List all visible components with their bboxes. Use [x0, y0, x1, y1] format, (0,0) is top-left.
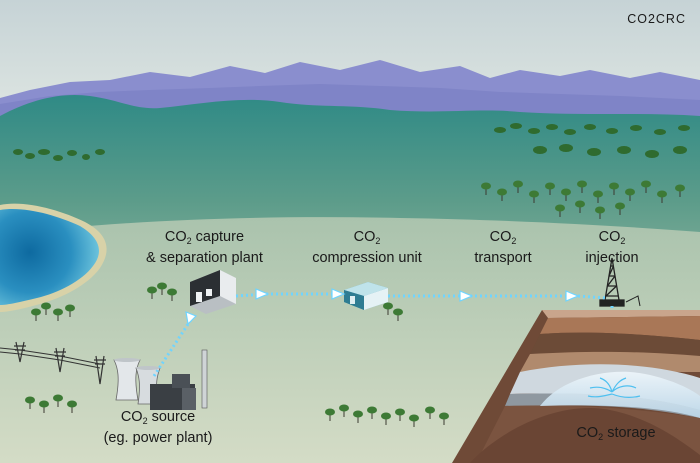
- transport-label: CO2 transport: [462, 229, 544, 267]
- co2-prefix: CO: [598, 229, 621, 245]
- storage-cross-section: [452, 310, 700, 463]
- foreground-trees: [25, 180, 685, 427]
- tree-icon: [147, 286, 157, 299]
- tree-clusters: [13, 123, 690, 161]
- co2-subscript: 2: [598, 432, 604, 442]
- tree-icon: [53, 308, 63, 321]
- source-label: CO2 source (eg. power plant): [90, 409, 226, 447]
- tree-icon: [575, 200, 585, 213]
- tree-icon: [67, 400, 77, 413]
- tree-icon: [529, 190, 539, 203]
- tree-icon: [641, 180, 651, 193]
- tree-icon: [31, 308, 41, 321]
- capture-label-line1: capture: [191, 229, 245, 245]
- tree-icon: [675, 184, 685, 197]
- tree-icon: [395, 408, 405, 421]
- tree-icon: [381, 412, 391, 425]
- tree-icon: [53, 394, 63, 407]
- capture-label: CO2 capture & separation plant: [146, 229, 263, 267]
- tree-icon: [513, 180, 523, 193]
- compression-label-line2: compression unit: [312, 250, 422, 266]
- tree-icon: [609, 182, 619, 195]
- tree-icon: [393, 308, 403, 321]
- source-label-line2: (eg. power plant): [103, 430, 213, 446]
- co2-subscript: 2: [620, 236, 626, 246]
- co2-prefix: CO: [120, 409, 143, 425]
- capture-plant-icon: [190, 270, 236, 314]
- tree-icon: [409, 414, 419, 427]
- power-plant-icon: [113, 349, 208, 410]
- compression-label: CO2 compression unit: [298, 229, 436, 267]
- tree-icon: [625, 188, 635, 201]
- tree-icon: [157, 282, 167, 295]
- tree-icon: [555, 204, 565, 217]
- tree-icon: [167, 288, 177, 301]
- tree-icon: [39, 400, 49, 413]
- co2-prefix: CO: [353, 229, 376, 245]
- tree-icon: [595, 206, 605, 219]
- transport-label-line2: transport: [474, 250, 532, 266]
- brand-logo-text: CO2CRC: [627, 12, 686, 26]
- dispersion-plume: [587, 377, 641, 398]
- co2-prefix: CO: [489, 229, 512, 245]
- tree-icon: [65, 304, 75, 317]
- tree-icon: [325, 408, 335, 421]
- co2-prefix: CO: [576, 425, 599, 441]
- tree-icon: [425, 406, 435, 419]
- co2-subscript: 2: [375, 236, 381, 246]
- tree-icon: [339, 404, 349, 417]
- tree-icon: [383, 302, 393, 315]
- compression-unit-icon: [344, 282, 388, 310]
- tree-icon: [25, 396, 35, 409]
- co2-subscript: 2: [142, 416, 148, 426]
- tree-icon: [41, 302, 51, 315]
- tree-icon: [615, 202, 625, 215]
- tree-icon: [577, 180, 587, 193]
- tree-icon: [353, 410, 363, 423]
- tree-icon: [497, 188, 507, 201]
- tree-icon: [367, 406, 377, 419]
- co2-subscript: 2: [186, 236, 192, 246]
- tree-icon: [657, 190, 667, 203]
- capture-label-line2: & separation plant: [146, 250, 263, 266]
- tree-icon: [561, 188, 571, 201]
- tree-icon: [545, 182, 555, 195]
- power-lines: [0, 341, 106, 385]
- co2-prefix: CO: [164, 229, 187, 245]
- injection-label-line2: injection: [585, 250, 639, 266]
- injection-label: CO2 injection: [572, 229, 652, 267]
- tree-icon: [481, 182, 491, 195]
- co2-subscript: 2: [511, 236, 517, 246]
- tree-icon: [439, 412, 449, 425]
- source-label-line1: source: [147, 409, 196, 425]
- storage-label-line1: storage: [603, 425, 656, 441]
- storage-label: CO2 storage: [556, 425, 676, 446]
- injection-rig-icon: [599, 257, 641, 307]
- tree-icon: [593, 190, 603, 203]
